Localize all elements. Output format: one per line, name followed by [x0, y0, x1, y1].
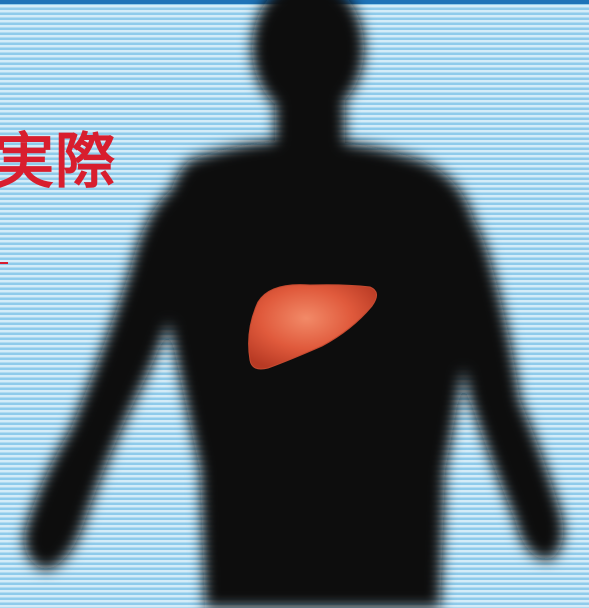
heading-underline — [0, 262, 8, 264]
heading-text: 実際 — [0, 132, 116, 192]
